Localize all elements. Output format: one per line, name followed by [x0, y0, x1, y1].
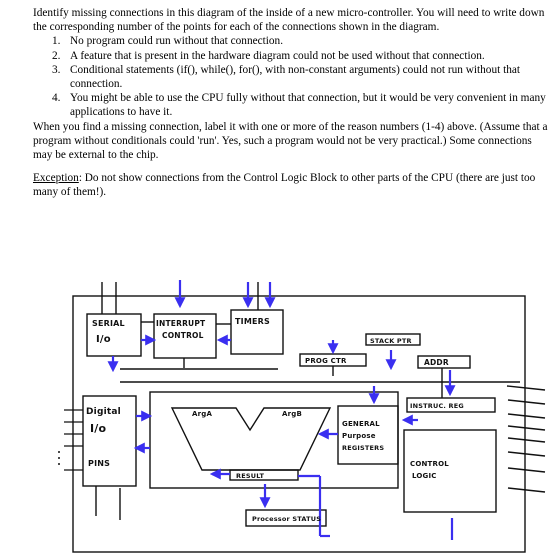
exception-text: : Do not show connections from the Contr… — [33, 172, 536, 199]
serial-io-label: SERIAL — [92, 319, 125, 328]
question-document: Identify missing connections in this dia… — [33, 6, 549, 200]
stack-ptr-label: STACK PTR — [370, 337, 412, 345]
processor-status-label: Processor STATUS — [252, 515, 321, 523]
digital-io-label: Digital — [86, 407, 121, 417]
gpr-label-2: Purpose — [342, 432, 376, 440]
reason-item: 2. A feature that is present in the hardw… — [33, 49, 549, 63]
reason-text: A feature that is present in the hardwar… — [70, 49, 485, 62]
reason-item: 1. No program could run without that conn… — [33, 34, 549, 48]
arg-b-label: ArgB — [282, 410, 302, 418]
question-intro: Identify missing connections in this dia… — [33, 7, 545, 34]
result-label: RESULT — [236, 472, 264, 480]
timers-block — [230, 309, 284, 355]
gpr-label: GENERAL — [342, 420, 380, 428]
interrupt-label-2: CONTROL — [162, 331, 204, 340]
chip-outline — [72, 295, 526, 553]
control-logic-block — [403, 429, 497, 513]
interrupt-label: INTERRUPT — [156, 319, 206, 328]
digital-io-label-3: PINS — [88, 459, 110, 468]
followup-text: When you find a missing connection, labe… — [33, 120, 548, 162]
control-logic-label-2: LOGIC — [412, 472, 437, 480]
gpr-label-3: REGISTERS — [342, 444, 384, 452]
exception-label: Exception — [33, 172, 79, 185]
digital-io-label-2: I/o — [90, 422, 107, 435]
control-logic-label: CONTROL — [410, 460, 449, 468]
reason-number: 1. — [52, 35, 61, 48]
addr-label: ADDR — [424, 358, 449, 367]
processor-status-block — [245, 509, 327, 527]
exception-note: Exception: Do not show connections from … — [33, 171, 549, 199]
timers-label: TIMERS — [235, 317, 270, 326]
instruction-reg-label: INSTRUC. REG — [410, 402, 464, 410]
reason-text: Conditional statements (if(), while(), f… — [70, 63, 521, 91]
reason-number: 3. — [52, 63, 61, 76]
reason-item: 3. Conditional statements (if(), while(),… — [33, 63, 549, 91]
reason-list: 1. No program could run without that conn… — [33, 34, 549, 119]
reason-item: 4. You might be able to use the CPU fully… — [33, 91, 549, 119]
serial-io-label-2: I/o — [96, 334, 111, 345]
prog-ctr-label: PROG CTR — [305, 357, 347, 365]
reason-text: You might be able to use the CPU fully w… — [70, 92, 546, 119]
arg-a-label: ArgA — [192, 410, 212, 418]
addr-block — [417, 355, 471, 369]
reason-number: 2. — [52, 49, 61, 62]
digital-io-block — [82, 395, 137, 487]
reason-text: No program could run without that connec… — [70, 35, 284, 48]
instruction-reg-block — [406, 397, 496, 413]
reason-number: 4. — [52, 92, 61, 105]
stack-ptr-block — [365, 333, 421, 346]
